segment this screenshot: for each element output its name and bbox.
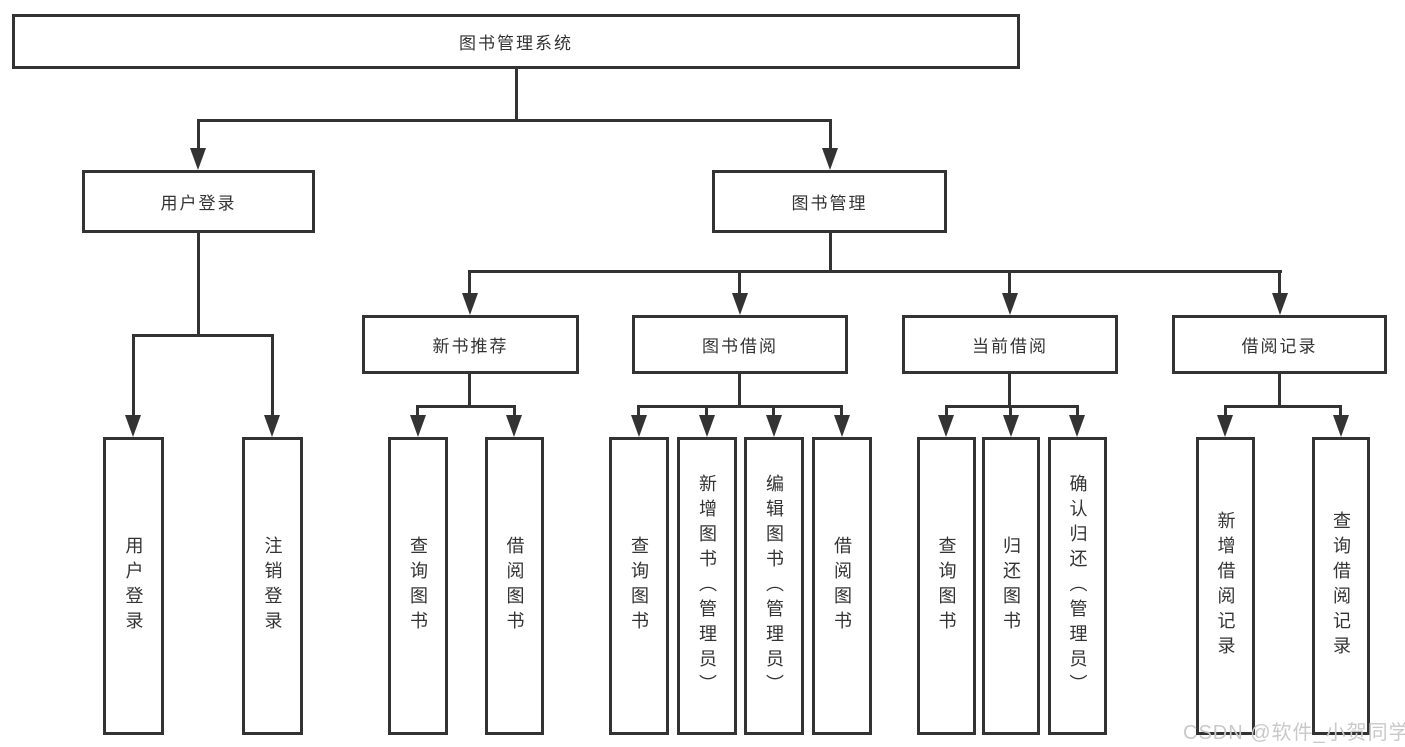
node-book-borrow: 图书借阅 bbox=[632, 315, 848, 374]
arrowhead-down-icon bbox=[834, 415, 850, 437]
arrowhead-down-icon bbox=[410, 415, 426, 437]
connector-current-borrow-stem bbox=[1008, 373, 1011, 408]
arrowhead-down-icon bbox=[938, 415, 954, 437]
leaf-newbook-query: 查询图书 bbox=[388, 437, 448, 735]
leaf-current-query: 查询图书 bbox=[917, 437, 976, 735]
connector-drop-new-book bbox=[468, 270, 471, 295]
connector-drop-book-mgmt bbox=[829, 119, 832, 150]
connector-drop-leaf bbox=[840, 405, 843, 417]
connector-drop-leaf bbox=[705, 405, 708, 417]
connector-new-book-stem bbox=[468, 373, 471, 408]
node-new-book-recommend: 新书推荐 bbox=[362, 315, 579, 374]
node-root-label: 图书管理系统 bbox=[459, 34, 573, 53]
arrowhead-down-icon bbox=[462, 293, 478, 315]
leaf-borrow-add-admin-label: 新增图书（管理员） bbox=[697, 473, 717, 699]
connector-drop-leaf bbox=[637, 405, 640, 417]
arrowhead-down-icon bbox=[1333, 415, 1349, 437]
connector-user-login-bar bbox=[132, 334, 274, 337]
leaf-user-login-label: 用户登录 bbox=[123, 536, 144, 636]
node-root: 图书管理系统 bbox=[12, 14, 1020, 69]
leaf-newbook-query-label: 查询图书 bbox=[408, 536, 428, 636]
node-book-management-branch-label: 图书管理 bbox=[791, 194, 868, 213]
arrowhead-down-icon bbox=[732, 293, 748, 315]
connector-drop-leaf bbox=[416, 405, 419, 417]
connector-root-stem bbox=[515, 68, 518, 121]
connector-drop-leaf bbox=[513, 405, 516, 417]
arrowhead-down-icon bbox=[631, 415, 647, 437]
leaf-current-return: 归还图书 bbox=[982, 437, 1040, 735]
node-current-borrow: 当前借阅 bbox=[902, 315, 1118, 374]
connector-drop-leaf bbox=[1076, 405, 1079, 417]
node-user-login-branch-label: 用户登录 bbox=[160, 194, 237, 213]
arrowhead-down-icon bbox=[506, 415, 522, 437]
connector-drop-leaf bbox=[772, 405, 775, 417]
leaf-borrow-query-label: 查询图书 bbox=[629, 536, 649, 636]
connector-level2-bar bbox=[197, 119, 831, 122]
connector-drop-leaf bbox=[1009, 405, 1012, 417]
leaf-borrow-edit-admin-label: 编辑图书（管理员） bbox=[764, 473, 784, 699]
leaf-record-query: 查询借阅记录 bbox=[1312, 437, 1370, 735]
connector-drop-borrow-record bbox=[1278, 270, 1281, 295]
arrowhead-down-icon bbox=[1002, 293, 1018, 315]
arrowhead-down-icon bbox=[125, 415, 141, 437]
node-user-login-branch: 用户登录 bbox=[82, 170, 315, 233]
connector-book-borrow-bar bbox=[638, 405, 843, 408]
node-book-borrow-label: 图书借阅 bbox=[702, 337, 778, 356]
connector-book-borrow-stem bbox=[738, 373, 741, 408]
connector-drop-leaf bbox=[945, 405, 948, 417]
node-new-book-recommend-label: 新书推荐 bbox=[432, 337, 509, 356]
leaf-logout-label: 注销登录 bbox=[262, 536, 283, 636]
node-borrow-records-label: 借阅记录 bbox=[1241, 337, 1318, 356]
connector-drop-book-borrow bbox=[738, 270, 741, 295]
arrowhead-down-icon bbox=[190, 148, 206, 170]
leaf-record-add: 新增借阅记录 bbox=[1196, 437, 1255, 735]
node-current-borrow-label: 当前借阅 bbox=[972, 337, 1048, 356]
connector-drop-user-login bbox=[197, 119, 200, 150]
connector-borrow-record-stem bbox=[1278, 373, 1281, 408]
connector-new-book-bar bbox=[417, 405, 516, 408]
arrowhead-down-icon bbox=[1217, 415, 1233, 437]
leaf-newbook-borrow-label: 借阅图书 bbox=[504, 536, 525, 636]
leaf-borrow-book: 借阅图书 bbox=[812, 437, 872, 735]
connector-current-borrow-bar bbox=[945, 405, 1079, 408]
leaf-borrow-book-label: 借阅图书 bbox=[832, 536, 852, 636]
leaf-user-login: 用户登录 bbox=[103, 437, 164, 735]
leaf-current-confirm-admin-label: 确认归还（管理员） bbox=[1067, 473, 1088, 699]
connector-drop-leaf bbox=[132, 334, 135, 416]
node-borrow-records: 借阅记录 bbox=[1172, 315, 1387, 374]
leaf-current-confirm-admin: 确认归还（管理员） bbox=[1048, 437, 1107, 735]
connector-drop-leaf bbox=[1224, 405, 1227, 417]
connector-level3-bar bbox=[468, 270, 1282, 273]
arrowhead-down-icon bbox=[1003, 415, 1019, 437]
arrowhead-down-icon bbox=[264, 415, 280, 437]
connector-drop-leaf bbox=[1339, 405, 1342, 417]
arrowhead-down-icon bbox=[699, 415, 715, 437]
leaf-newbook-borrow: 借阅图书 bbox=[485, 437, 544, 735]
arrowhead-down-icon bbox=[1272, 293, 1288, 315]
leaf-current-return-label: 归还图书 bbox=[1001, 536, 1021, 636]
arrowhead-down-icon bbox=[1069, 415, 1085, 437]
arrowhead-down-icon bbox=[766, 415, 782, 437]
leaf-record-query-label: 查询借阅记录 bbox=[1331, 511, 1351, 661]
leaf-borrow-add-admin: 新增图书（管理员） bbox=[677, 437, 737, 735]
connector-user-login-stem bbox=[197, 233, 200, 336]
connector-drop-current-borrow bbox=[1008, 270, 1011, 295]
leaf-logout: 注销登录 bbox=[242, 437, 303, 735]
connector-drop-leaf bbox=[271, 334, 274, 416]
leaf-record-add-label: 新增借阅记录 bbox=[1215, 511, 1236, 661]
leaf-borrow-query: 查询图书 bbox=[609, 437, 669, 735]
connector-borrow-record-bar bbox=[1224, 405, 1342, 408]
connector-book-mgmt-stem bbox=[829, 233, 832, 272]
leaf-borrow-edit-admin: 编辑图书（管理员） bbox=[744, 437, 804, 735]
arrowhead-down-icon bbox=[822, 148, 838, 170]
node-book-management-branch: 图书管理 bbox=[712, 170, 947, 233]
leaf-current-query-label: 查询图书 bbox=[936, 536, 957, 636]
csdn-watermark: CSDN @软件_小贺同学 bbox=[1183, 722, 1405, 744]
